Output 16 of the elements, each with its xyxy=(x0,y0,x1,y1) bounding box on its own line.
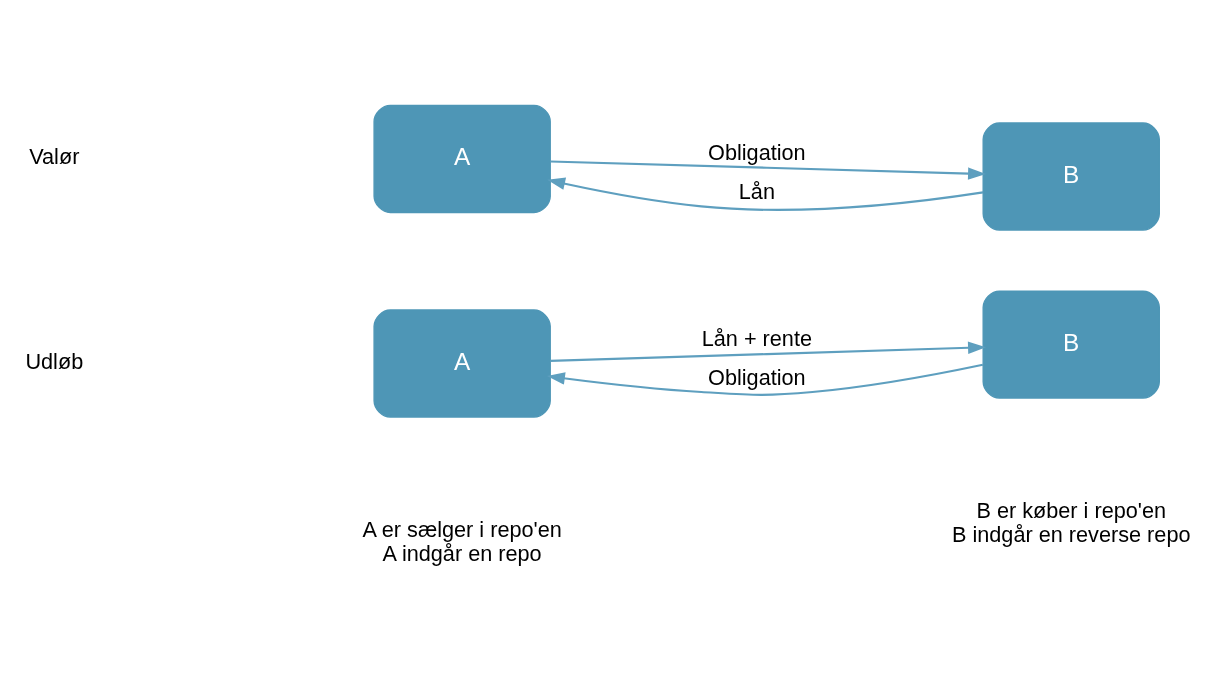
node-box: A xyxy=(373,104,551,213)
edge-label: Obligation xyxy=(708,139,806,165)
arrow xyxy=(550,341,986,362)
arrow xyxy=(547,177,984,211)
node-box: B xyxy=(982,121,1160,231)
edge-label: Lån + rente xyxy=(701,325,813,351)
arrow xyxy=(547,363,984,396)
label: Valør xyxy=(29,143,80,169)
node-label: B er køber i repo'en xyxy=(976,497,1167,523)
edge-label: Lån xyxy=(738,178,775,204)
edge-label: Obligation xyxy=(708,364,806,390)
node-label: A er sælger i repo'en xyxy=(362,516,562,542)
arrow xyxy=(550,159,986,180)
node-box: A xyxy=(373,308,551,418)
label: Udløb xyxy=(25,348,84,374)
node-box: B xyxy=(982,289,1160,399)
